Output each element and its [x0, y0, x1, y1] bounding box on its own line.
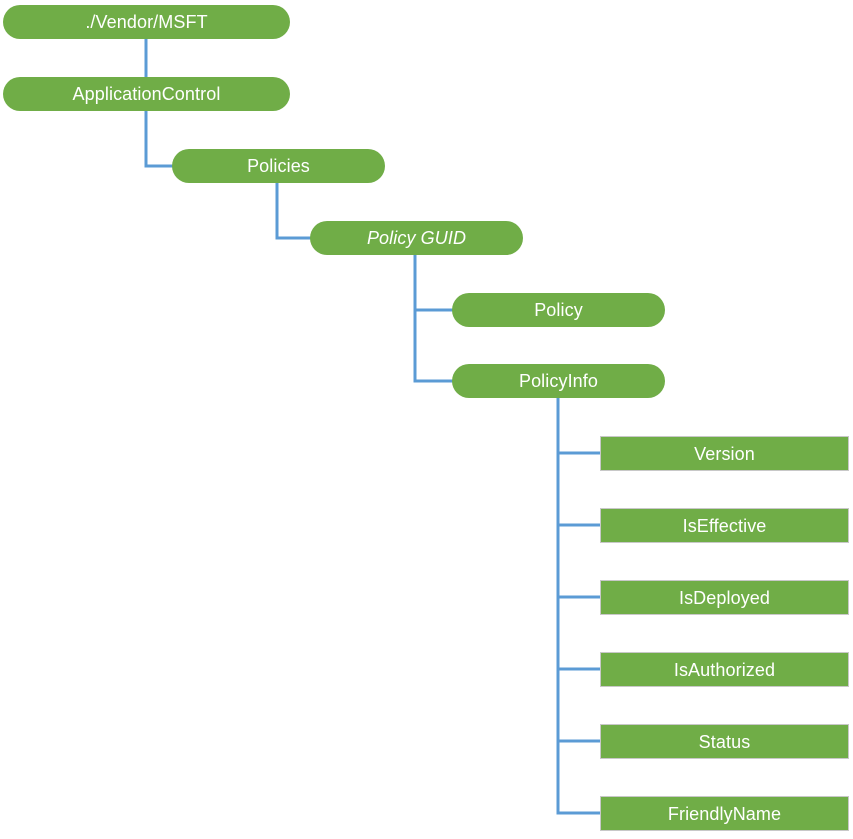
node-application-control[interactable]: ApplicationControl [3, 77, 290, 111]
connector-policyinfo-to-isauthorized [556, 396, 602, 671]
node-policy[interactable]: Policy [452, 293, 665, 327]
node-vendor-msft[interactable]: ./Vendor/MSFT [3, 5, 290, 39]
node-label-vendor-msft: ./Vendor/MSFT [85, 12, 208, 32]
node-version[interactable]: Version [600, 436, 849, 471]
connector-policyguid-to-policy [413, 253, 454, 312]
node-label-policy-info: PolicyInfo [518, 371, 599, 391]
node-label-version: Version [694, 443, 755, 464]
node-policy-guid[interactable]: Policy GUID [310, 221, 523, 255]
node-label-application-control: ApplicationControl [72, 84, 221, 104]
node-label-status: Status [698, 731, 751, 752]
connector-policyinfo-to-friendlyname [556, 396, 602, 815]
node-status[interactable]: Status [600, 724, 849, 759]
connector-policyinfo-to-iseffective [556, 396, 602, 527]
connector-policyinfo-to-version [556, 396, 602, 455]
node-is-authorized[interactable]: IsAuthorized [600, 652, 849, 687]
node-policy-info[interactable]: PolicyInfo [452, 364, 665, 398]
node-label-friendly-name: FriendlyName [667, 803, 782, 824]
node-label-is-deployed: IsDeployed [678, 587, 771, 608]
connector-applicationcontrol-to-policies [144, 109, 174, 168]
node-label-is-effective: IsEffective [682, 515, 767, 536]
node-label-policy-guid: Policy GUID [366, 228, 467, 248]
connector-policyguid-to-policyinfo [413, 253, 454, 383]
node-label-policy: Policy [534, 300, 583, 320]
connector-policies-to-policyguid [275, 181, 312, 240]
node-label-is-authorized: IsAuthorized [673, 659, 776, 680]
node-label-policies: Policies [247, 156, 310, 176]
node-policies[interactable]: Policies [172, 149, 385, 183]
node-friendly-name[interactable]: FriendlyName [600, 796, 849, 831]
connector-policyinfo-to-status [556, 396, 602, 743]
node-is-deployed[interactable]: IsDeployed [600, 580, 849, 615]
node-is-effective[interactable]: IsEffective [600, 508, 849, 543]
connector-policyinfo-to-isdeployed [556, 396, 602, 599]
